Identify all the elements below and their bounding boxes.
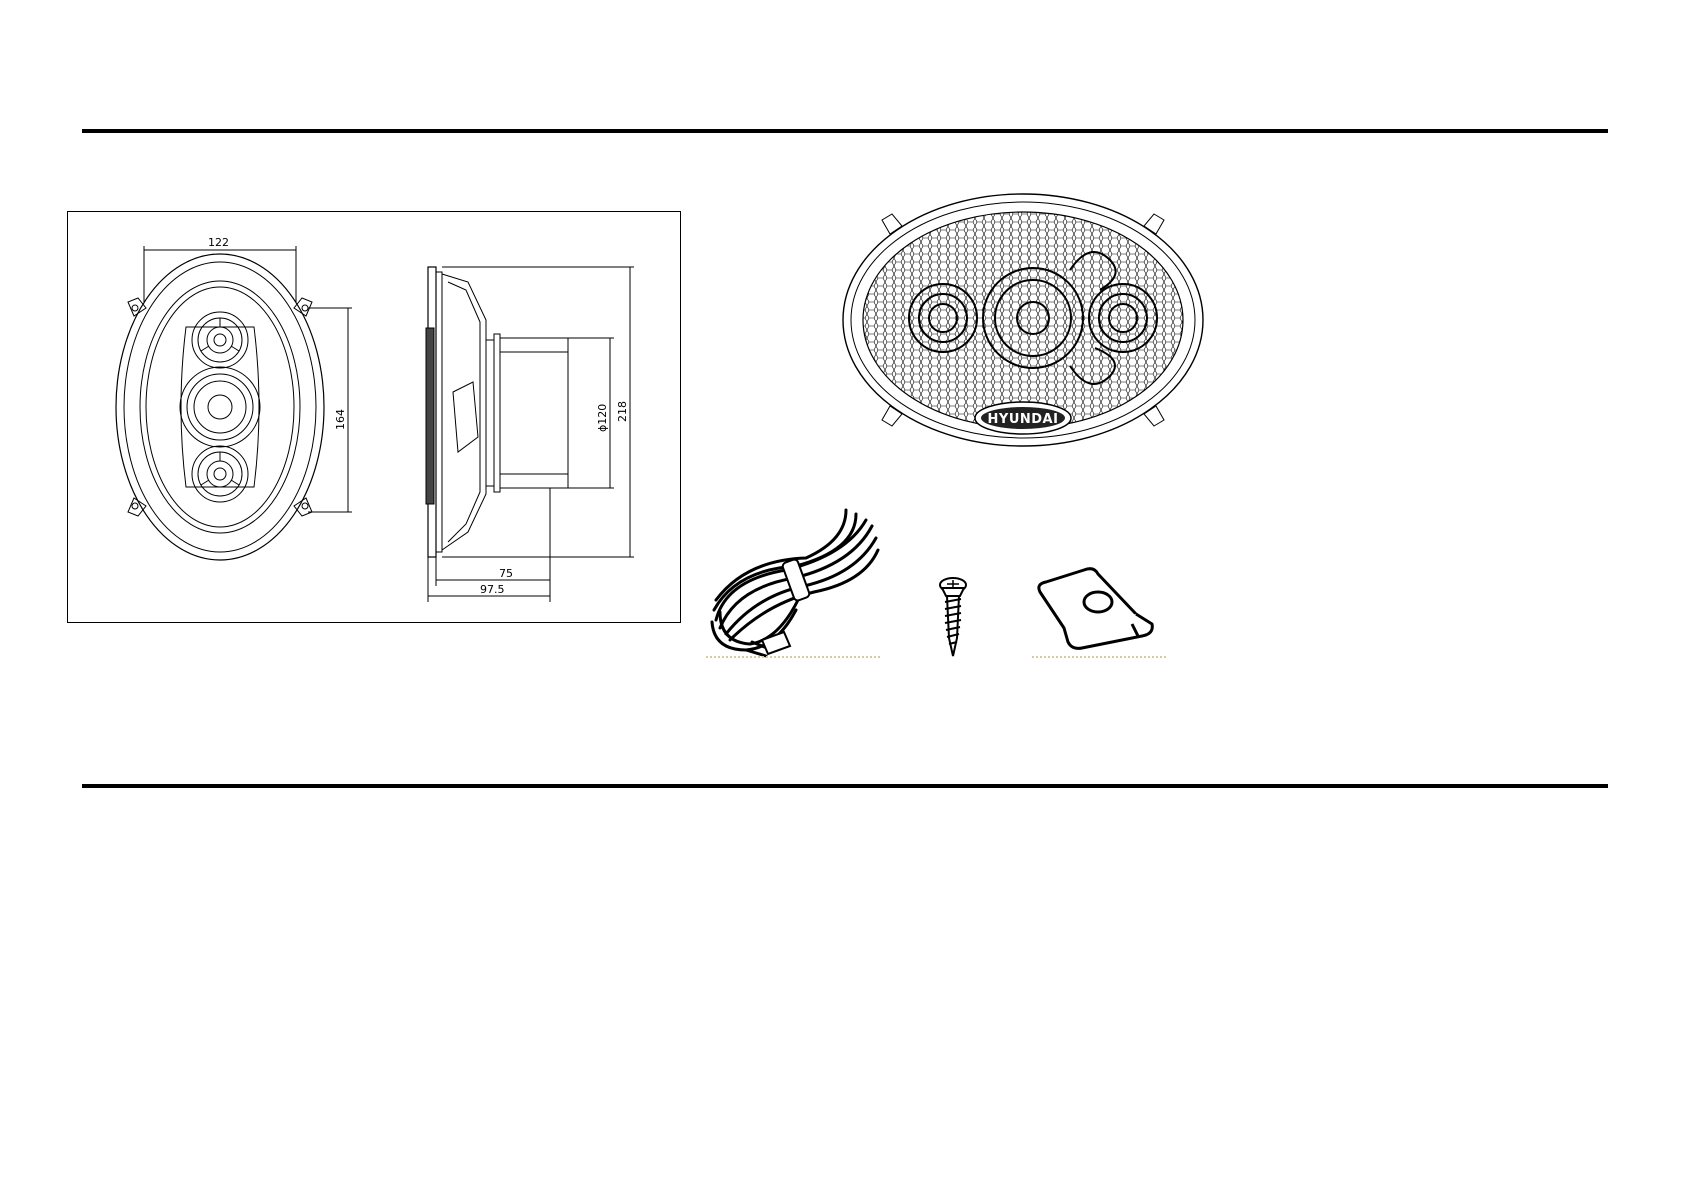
- mounting-screw-icon: [936, 576, 970, 658]
- speaker-cable-icon: [706, 500, 882, 658]
- dim-total-depth: 97.5: [480, 583, 505, 596]
- speaker-grille-icon: HYUNDAI: [840, 190, 1206, 458]
- dim-front-height: 164: [334, 409, 347, 430]
- brand-logo-text: HYUNDAI: [988, 412, 1059, 427]
- speaker-dimension-diagram: 122 164 ϕ120 218 75 97.5: [68, 212, 680, 622]
- front-view: [116, 254, 324, 560]
- dim-motor-depth: 75: [499, 567, 513, 580]
- dimension-drawing: 122 164 ϕ120 218 75 97.5: [67, 211, 681, 623]
- top-divider: [82, 129, 1608, 133]
- bottom-divider: [82, 784, 1608, 788]
- speed-clip-icon: [1032, 562, 1166, 658]
- speaker-grille-illustration: HYUNDAI: [840, 190, 1206, 458]
- dim-front-width: 122: [208, 236, 229, 249]
- dim-magnet-diameter: ϕ120: [596, 404, 609, 432]
- dim-overall-height: 218: [616, 401, 629, 422]
- side-view: [426, 267, 568, 557]
